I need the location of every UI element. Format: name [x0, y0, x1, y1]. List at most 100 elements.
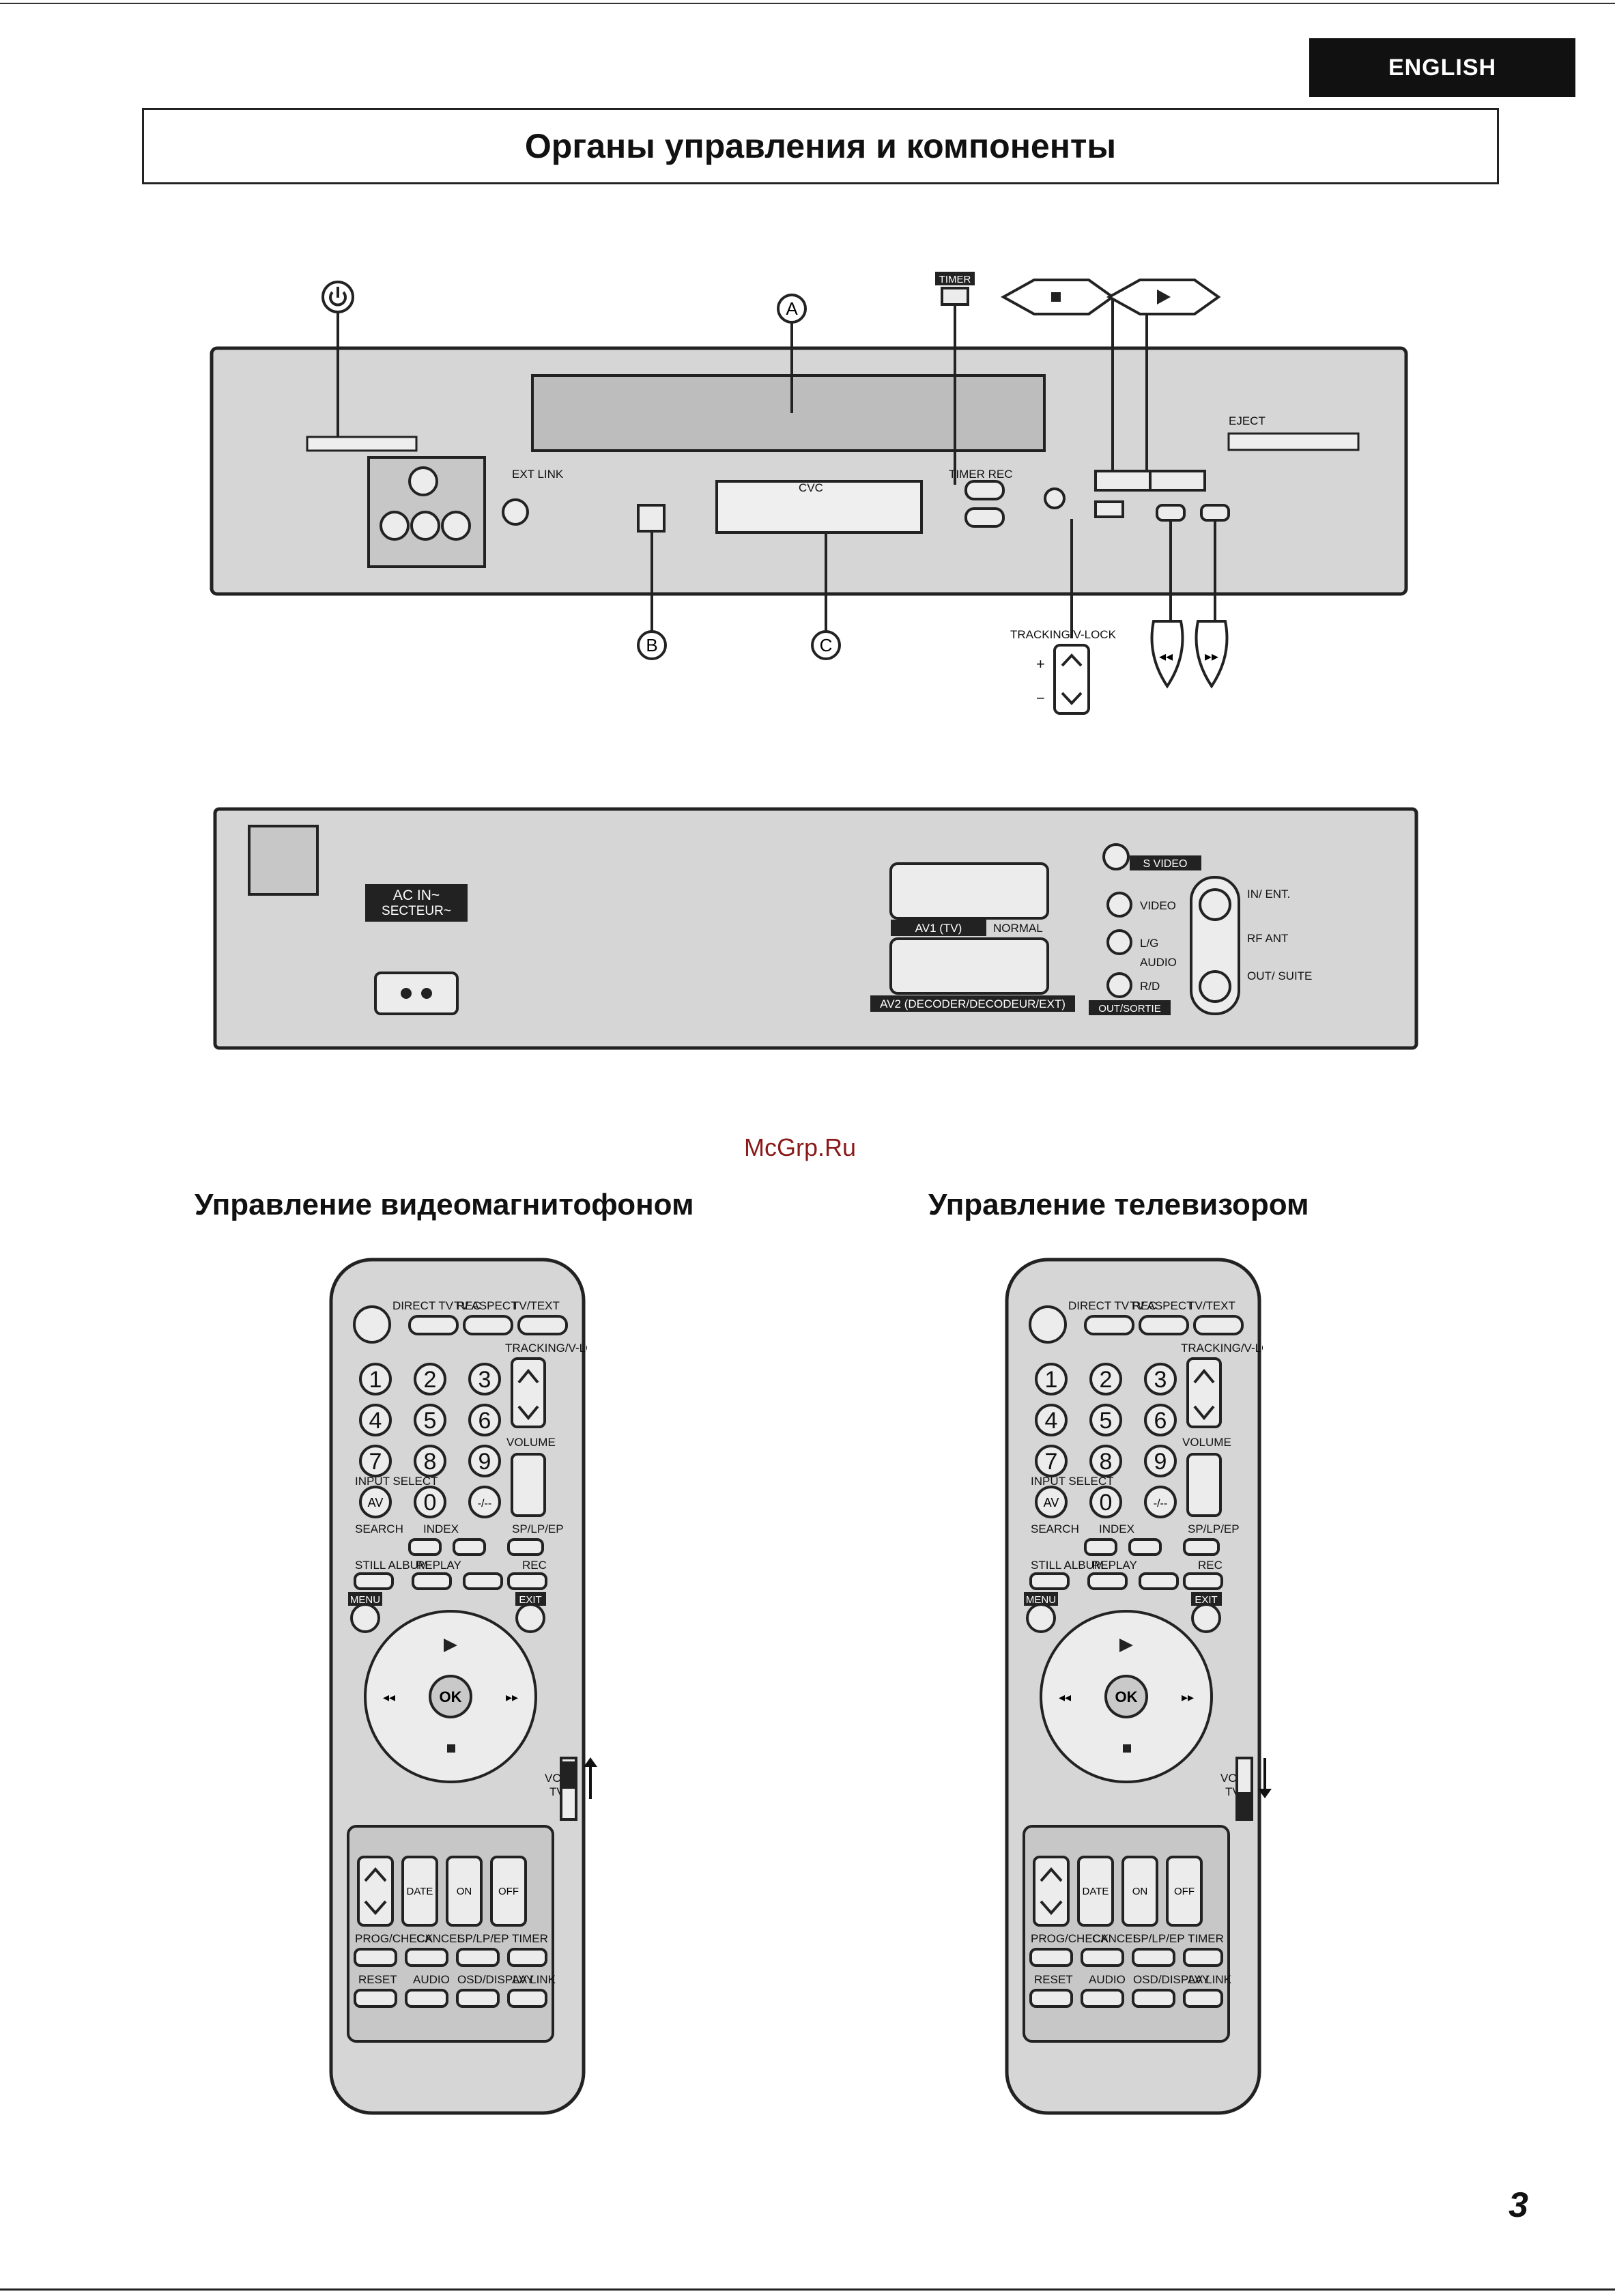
av2-scart-connector [889, 937, 1049, 995]
language-tab: ENGLISH [1309, 38, 1575, 97]
svideo-label: S VIDEO [1143, 858, 1188, 870]
key-2: 2 [424, 1367, 437, 1393]
search-label: SEARCH [355, 1522, 403, 1535]
key-dash: -/-- [478, 1498, 491, 1510]
rec-label: REC [1198, 1559, 1223, 1572]
audio-r-jack-icon [441, 511, 471, 541]
lg-label: L/G [1140, 937, 1158, 950]
exit-label: EXIT [519, 1594, 541, 1606]
in-ent-label: IN/ ENT. [1247, 888, 1290, 901]
rd-label: R/D [1140, 980, 1160, 993]
vcr-rear-panel-diagram: AC IN~ SECTEUR~ AV1 (TV) NORMAL AV2 (DEC… [213, 807, 1418, 1050]
timer-rec-button [964, 480, 1005, 500]
key-1: 1 [369, 1367, 382, 1393]
video-jack-icon [380, 511, 410, 541]
remote-top-label-3: TV/TEXT [512, 1299, 560, 1312]
switch-position-tv [1237, 1792, 1252, 1819]
menu-button-icon [1026, 1603, 1056, 1633]
key-av: AV [368, 1496, 384, 1510]
ffwd-callout-icon [1195, 620, 1229, 689]
prog-check-label: PROG/CHECK [1031, 1932, 1109, 1945]
key-2: 2 [1100, 1367, 1113, 1393]
cassette-slot [531, 374, 1046, 452]
key-4: 4 [369, 1408, 382, 1434]
ac-in-label: AC IN~ [393, 888, 440, 903]
switch-position-vcr [561, 1761, 576, 1789]
key-8: 8 [1100, 1449, 1113, 1475]
tv-remote-diagram: DIRECT TV REC TV ASPECT TV/TEXT TRACKING… [1005, 1258, 1263, 2115]
timer-key-off: OFF [498, 1886, 519, 1897]
ext-link-label: EXT LINK [512, 468, 564, 481]
ok-label: OK [1115, 1688, 1138, 1705]
search-label: SEARCH [1031, 1522, 1079, 1535]
av1-scart-connector [889, 862, 1049, 920]
ok-button-icon [1104, 1675, 1148, 1718]
index-label: INDEX [423, 1522, 459, 1535]
exit-label: EXIT [1195, 1594, 1217, 1606]
key-dash: -/-- [1154, 1498, 1167, 1510]
key-0: 0 [1100, 1490, 1113, 1516]
power-indicator-strip [306, 436, 418, 452]
exit-button-icon [1191, 1603, 1221, 1633]
timer-label: TIMER [939, 274, 971, 285]
menu-label: MENU [1026, 1594, 1056, 1606]
page-title: Органы управления и компоненты [142, 108, 1499, 184]
osd-label: OSD/DISPLAY [1133, 1973, 1210, 1986]
bottom-rule [0, 2288, 1615, 2291]
ac-in-badge [365, 884, 468, 922]
audio-key-label: AUDIO [1089, 1973, 1126, 1986]
rewind-callout-icon [1150, 620, 1184, 689]
key-3: 3 [1154, 1367, 1167, 1393]
remote-tracking-label: TRACKING/V-LOCK [1181, 1342, 1263, 1355]
key-av: AV [1044, 1496, 1059, 1510]
replay-label: REPLAY [1092, 1559, 1137, 1572]
timer-sp-label: SP/LP/EP [457, 1932, 509, 1945]
av-link-label: AV LINK [1188, 1973, 1232, 1986]
key-7: 7 [369, 1449, 382, 1475]
remote-volume-rocker [1186, 1453, 1222, 1517]
prog-check-label: PROG/CHECK [355, 1932, 433, 1945]
vcr-remote-diagram: DIRECT TV REC TV ASPECT TV/TEXT TRACKING… [329, 1258, 587, 2115]
reset-label: RESET [1034, 1973, 1073, 1986]
key-0: 0 [424, 1490, 437, 1516]
exit-button-icon [515, 1603, 545, 1633]
rf-ant-label: RF ANT [1247, 932, 1288, 945]
svg-text:▸▸: ▸▸ [1205, 649, 1218, 664]
replay-label: REPLAY [416, 1559, 461, 1572]
remote-top-label-1: DIRECT TV REC [1068, 1299, 1157, 1312]
audio-key-label: AUDIO [413, 1973, 450, 1986]
av-link-label: AV LINK [512, 1973, 556, 1986]
ffwd-button [1200, 504, 1230, 522]
sp-label: SP/LP/EP [512, 1522, 564, 1535]
remote-volume-label: VOLUME [506, 1436, 556, 1449]
timer-rec-label: TIMER REC [949, 468, 1013, 481]
reset-label: RESET [358, 1973, 397, 1986]
svg-text:◂◂: ◂◂ [1159, 649, 1173, 664]
vcr-front-panel-diagram: EXT LINK CVC TIMER REC EJECT A TIMER B C… [210, 272, 1408, 715]
remote-top-label-1: DIRECT TV REC [392, 1299, 481, 1312]
key-9: 9 [1154, 1449, 1167, 1475]
ok-label: OK [440, 1688, 462, 1705]
callout-b: B [646, 635, 657, 655]
switch-down-arrow-icon [1258, 1758, 1272, 1798]
key-7: 7 [1045, 1449, 1058, 1475]
rf-in-jack-icon [1199, 888, 1231, 921]
power-symbol-icon [329, 287, 347, 307]
timer-key-date: DATE [407, 1886, 433, 1897]
remote-power-button-icon [353, 1305, 391, 1344]
remote-tracking-label: TRACKING/V-LOCK [505, 1342, 587, 1355]
secteur-label: SECTEUR~ [382, 904, 451, 918]
remote-top-label-2: TV ASPECT [454, 1299, 518, 1312]
vcr-front-body [210, 346, 1408, 596]
page-number: 3 [1509, 2185, 1528, 2225]
timer-key-date: DATE [1083, 1886, 1109, 1897]
eject-strip [1227, 432, 1360, 451]
cancel-label: CANCEL [1092, 1932, 1139, 1945]
svideo-jack-icon [408, 466, 438, 496]
sensor-b [637, 504, 666, 533]
ext-link-button [502, 498, 529, 526]
menu-label: MENU [350, 1594, 380, 1606]
timer-key-label: TIMER [1188, 1932, 1224, 1945]
stop-button [1094, 470, 1152, 492]
rec-label: REC [522, 1559, 547, 1572]
